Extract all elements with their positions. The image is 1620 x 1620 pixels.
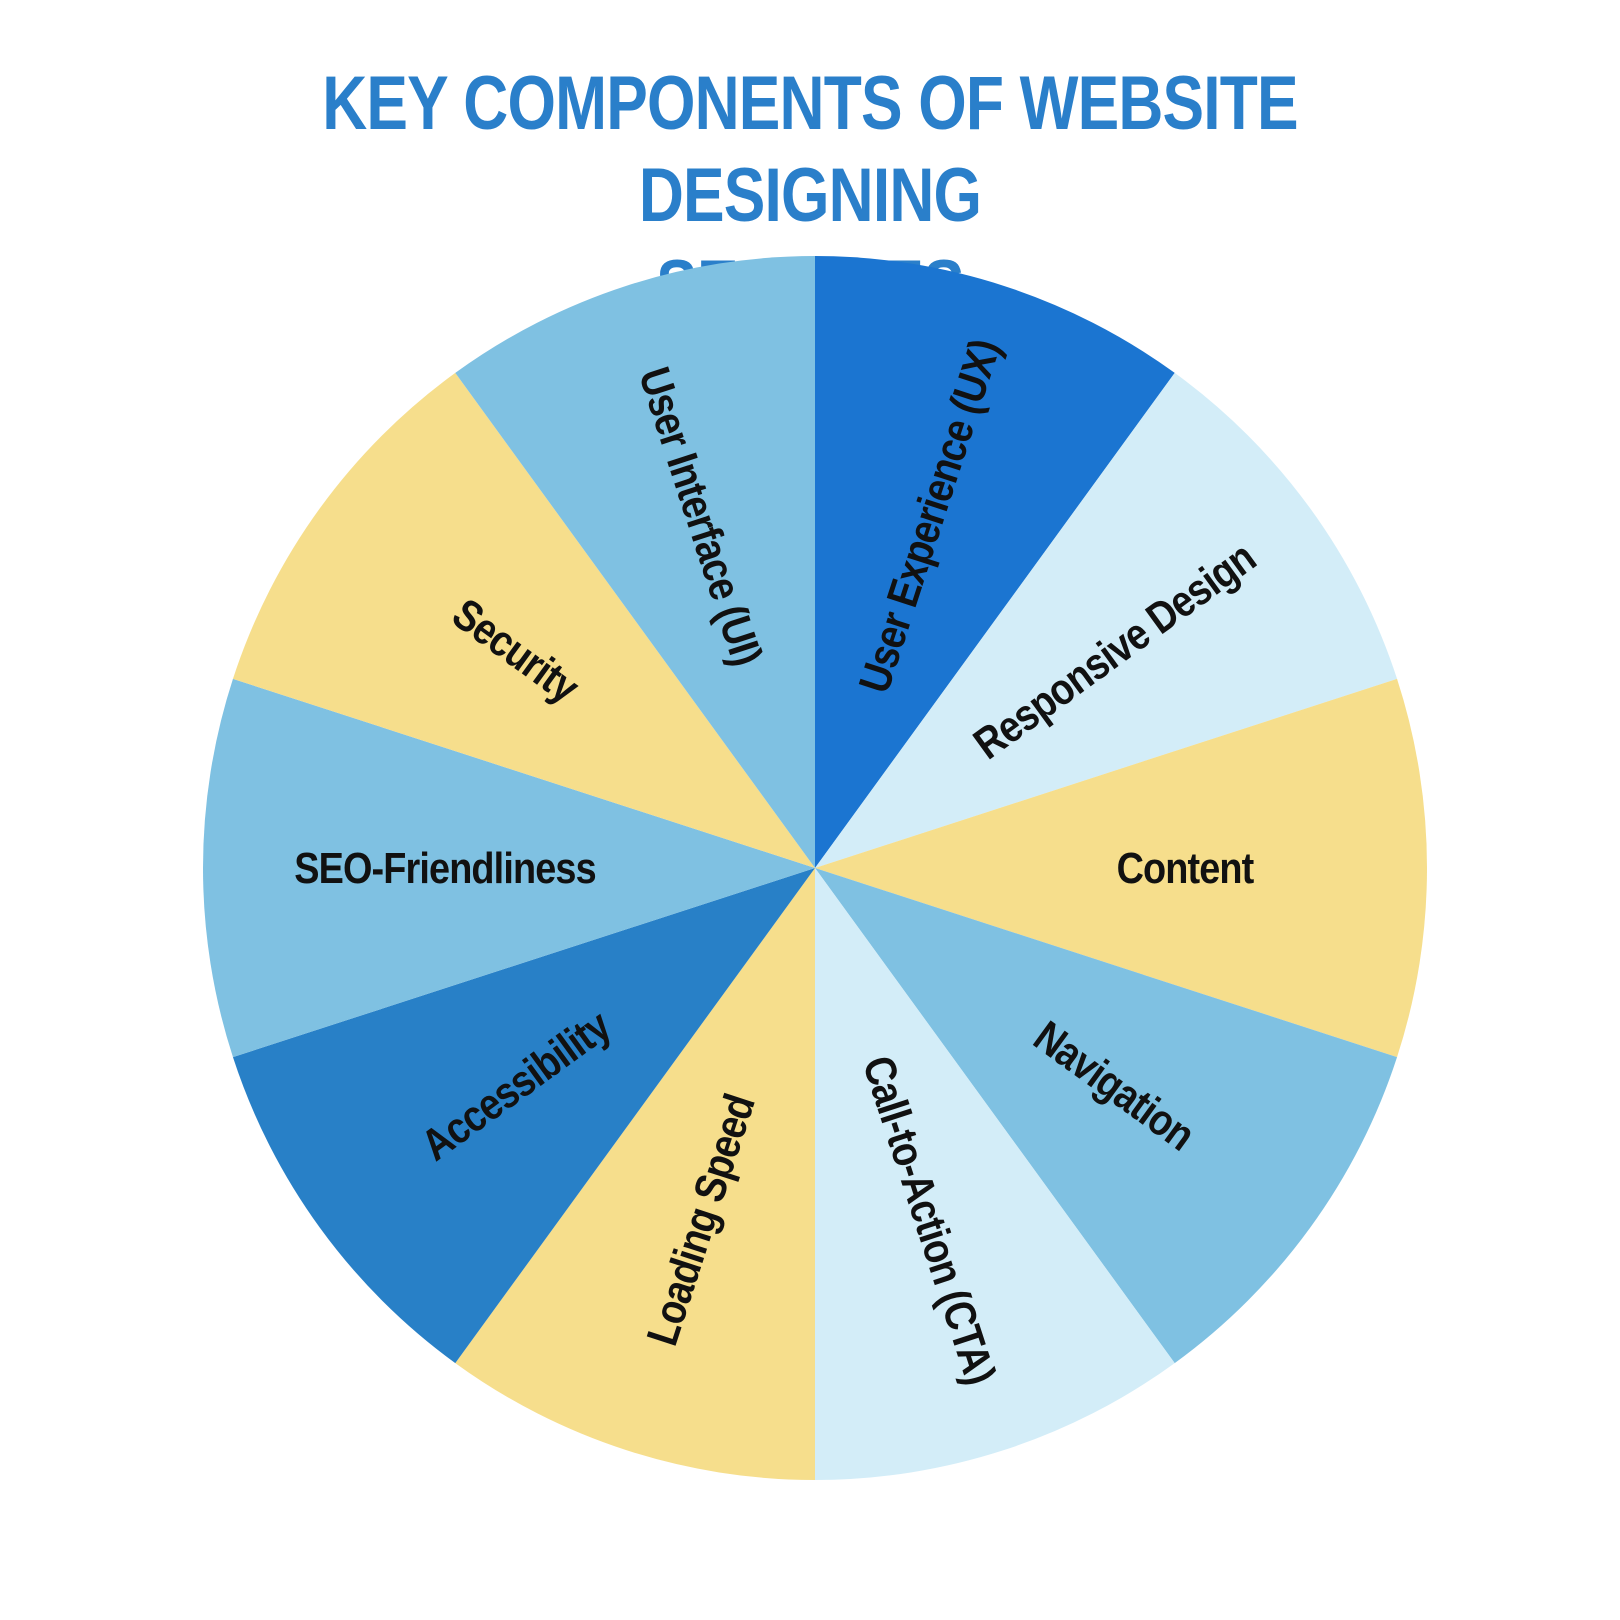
pie-slice-responsive-design: [815, 372, 1398, 868]
pie-label-content: Content: [1117, 843, 1255, 892]
pie-slice-call-to-action-cta: [815, 868, 1175, 1480]
pie-slice-accessibility: [232, 868, 815, 1364]
pie-slice-user-experience-ux: [815, 256, 1175, 868]
chart-title: KEY COMPONENTS OF WEBSITE DESIGNING SERV…: [146, 58, 1474, 334]
pie-slice-seo-friendliness: [203, 678, 816, 1058]
pie-slice-security: [232, 372, 815, 868]
chart-title-line-1: KEY COMPONENTS OF WEBSITE DESIGNING: [322, 61, 1298, 238]
pie-slices: [203, 256, 1427, 1480]
pie-slice-user-interface-ui: [455, 256, 815, 868]
pie-slice-navigation: [815, 868, 1398, 1364]
pie-slice-content: [815, 678, 1427, 1058]
pie-slice-loading-speed: [455, 868, 815, 1480]
pie-label-seo-friendliness: SEO-Friendliness: [294, 843, 596, 892]
